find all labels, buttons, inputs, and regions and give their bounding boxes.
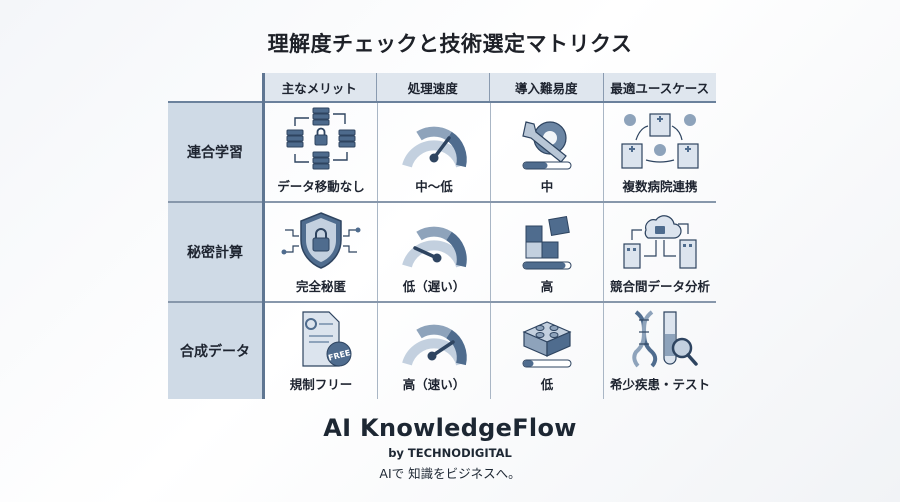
header-column-divider: [262, 73, 265, 399]
merit-text: 規制フリー: [289, 377, 353, 392]
difficulty-text: 中: [540, 179, 554, 194]
dna-testtube-icon: [618, 308, 702, 370]
column-header-difficulty: 導入難易度: [490, 73, 604, 101]
cell-difficulty: 中: [491, 103, 604, 201]
free-document-icon: FREE: [279, 308, 363, 370]
table-row-secure-computation: 秘密計算 完全秘匿: [168, 203, 716, 301]
row-divider: [168, 201, 716, 203]
cell-usecase: 複数病院連携: [604, 103, 716, 201]
speed-text: 高（速い）: [402, 377, 466, 392]
brand-name: AI KnowledgeFlow: [323, 414, 577, 442]
usecase-text: 希少疾患・テスト: [609, 377, 710, 392]
cell-usecase: 競合間データ分析: [604, 203, 716, 301]
gauge-icon: [399, 216, 469, 272]
cell-merit: FREE 規制フリー: [265, 303, 378, 399]
merit-text: データ移動なし: [277, 179, 365, 194]
wrench-gear-icon: [512, 116, 582, 172]
difficulty-text: 高: [540, 279, 554, 294]
column-header-usecase: 最適ユースケース: [610, 80, 710, 96]
brand-tagline: AIで 知識をビジネスへ。: [379, 466, 521, 481]
merit-text: 完全秘匿: [295, 279, 346, 294]
cloud-buildings-icon: [618, 210, 702, 272]
row-divider: [168, 301, 716, 303]
cell-difficulty: 高: [491, 203, 604, 301]
table-row-federated-learning: 連合学習: [168, 103, 716, 201]
block-brick-icon: [512, 314, 582, 370]
gauge-icon: [399, 314, 469, 370]
row-label-column: [168, 103, 262, 399]
table-row-synthetic-data: 合成データ FREE 規制フリー: [168, 303, 716, 399]
speed-text: 中〜低: [415, 179, 453, 194]
cell-usecase: 希少疾患・テスト: [604, 303, 716, 399]
difficulty-text: 低: [540, 377, 554, 392]
row-label: 合成データ: [180, 344, 250, 360]
hospitals-network-icon: [618, 110, 702, 172]
cell-speed: 中〜低: [378, 103, 491, 201]
cell-speed: 高（速い）: [378, 303, 491, 399]
technology-matrix: 主なメリット 処理速度 導入難易度 最適ユースケース 連合学習: [168, 73, 716, 399]
brand-byline: by TECHNODIGITAL: [388, 446, 512, 460]
speed-text: 低（遅い）: [402, 279, 466, 294]
cell-merit: 完全秘匿: [265, 203, 378, 301]
usecase-text: 複数病院連携: [622, 179, 698, 194]
column-header-speed: 処理速度: [377, 73, 490, 101]
column-header-row: 主なメリット 処理速度 導入難易度 最適ユースケース: [263, 73, 716, 101]
cell-difficulty: 低: [491, 303, 604, 399]
column-header-merit: 主なメリット: [263, 73, 377, 101]
row-label: 秘密計算: [187, 245, 243, 261]
header-divider: [168, 101, 716, 103]
cell-speed: 低（遅い）: [378, 203, 491, 301]
shield-lock-icon: [279, 210, 363, 272]
gauge-icon: [399, 116, 469, 172]
puzzle-icon: [512, 216, 582, 272]
row-label: 連合学習: [187, 145, 243, 161]
server-sync-lock-icon: [281, 106, 361, 172]
brand-footer: AI KnowledgeFlow by TECHNODIGITAL AIで 知識…: [0, 414, 900, 482]
page-title: 理解度チェックと技術選定マトリクス: [267, 32, 633, 56]
cell-merit: データ移動なし: [265, 103, 378, 201]
usecase-text: 競合間データ分析: [609, 279, 710, 294]
